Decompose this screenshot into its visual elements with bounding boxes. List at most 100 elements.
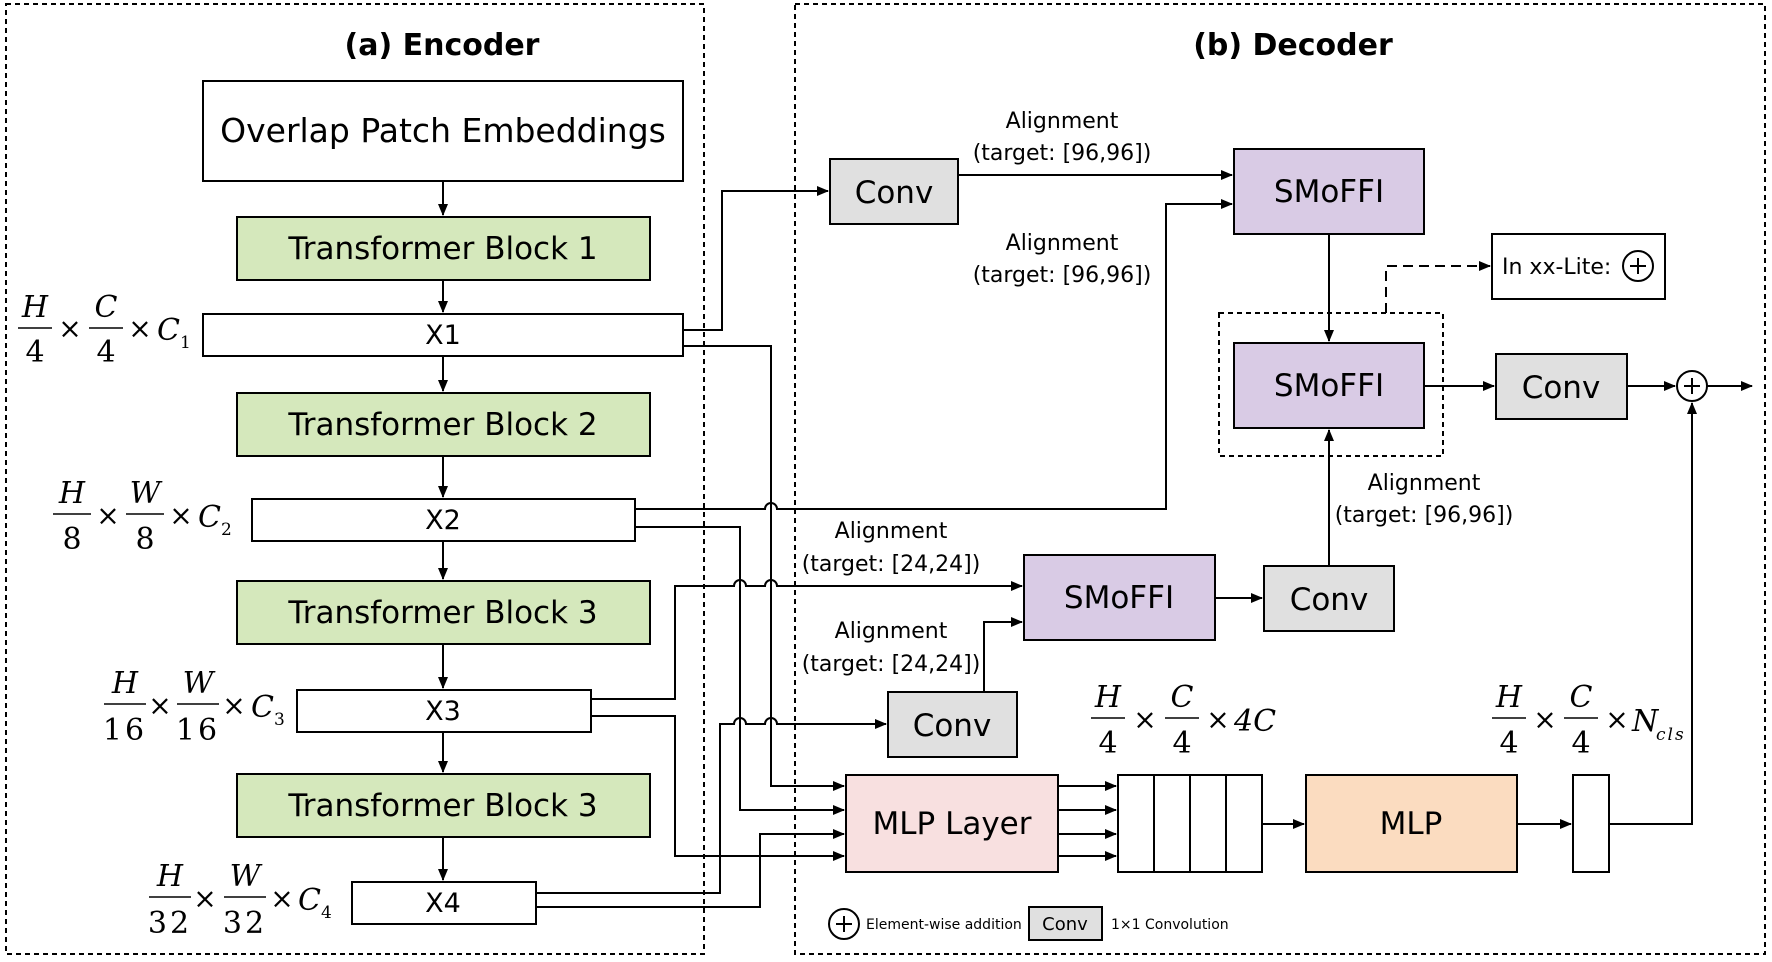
feature-x4-label: X4: [425, 888, 461, 919]
svg-text:MLP Layer: MLP Layer: [873, 806, 1032, 842]
shape-concat: H 4 × C 4 × 4C: [1091, 680, 1276, 761]
svg-text:C: C: [157, 313, 180, 348]
conv-box-mid: Conv: [1263, 565, 1395, 632]
conv-box-top: Conv: [829, 158, 959, 225]
svg-text:Alignment: Alignment: [1368, 471, 1481, 496]
svg-text:×: ×: [58, 312, 81, 345]
encoder-panel: [5, 3, 705, 955]
svg-text:cls: cls: [1656, 725, 1686, 745]
svg-text:4: 4: [1499, 726, 1518, 761]
svg-text:16: 16: [103, 713, 147, 748]
shape-x3: H 16 × W 16 × C 3: [103, 666, 285, 748]
decoder-title: (b) Decoder: [1193, 28, 1393, 63]
svg-text:32: 32: [223, 906, 267, 941]
output-feature: [1572, 774, 1610, 873]
legend: Element-wise addition Conv 1×1 Convoluti…: [828, 906, 1229, 941]
svg-text:C: C: [95, 290, 118, 325]
svg-text:×: ×: [270, 882, 293, 915]
lite-dashed-group: [1218, 312, 1444, 457]
svg-text:×: ×: [169, 499, 192, 532]
feature-x1: X1: [202, 313, 684, 357]
connectors: [536, 170, 1753, 908]
svg-text:×: ×: [193, 882, 216, 915]
shape-x4: H 32 × W 32 × C 4: [148, 859, 332, 941]
svg-text:×: ×: [1605, 703, 1628, 736]
svg-text:×: ×: [222, 689, 245, 722]
svg-text:16: 16: [176, 713, 220, 748]
transformer-block-1: Transformer Block 1: [236, 216, 651, 281]
svg-text:3: 3: [274, 710, 285, 730]
feature-x3-label: X3: [425, 696, 461, 727]
transformer-block-3: Transformer Block 3: [236, 580, 651, 645]
svg-text:4: 4: [1172, 726, 1191, 761]
svg-text:×: ×: [1206, 703, 1229, 736]
svg-text:(target: [24,24]): (target: [24,24]): [802, 552, 981, 577]
svg-text:4: 4: [25, 335, 44, 370]
svg-text:Alignment: Alignment: [835, 519, 948, 544]
alignment-label-4: Alignment (target: [24,24]): [802, 519, 981, 577]
feature-x2-label: X2: [425, 505, 461, 536]
patch-embeddings-label: Overlap Patch Embeddings: [220, 111, 666, 150]
svg-text:SMoFFI: SMoFFI: [1064, 580, 1174, 616]
svg-text:C: C: [198, 500, 221, 535]
alignment-label-3: Alignment (target: [96,96]): [1335, 471, 1514, 528]
shape-x2: H 8 × W 8 × C 2: [53, 476, 232, 557]
alignment-label-1: Alignment (target: [96,96]): [973, 109, 1152, 166]
svg-text:H: H: [111, 666, 139, 701]
svg-text:H: H: [1094, 680, 1122, 715]
encoder-title: (a) Encoder: [345, 28, 540, 63]
svg-text:32: 32: [148, 906, 192, 941]
legend-conv-label: Conv: [1042, 914, 1088, 935]
legend-add-label: Element-wise addition: [866, 917, 1022, 933]
transformer-block-2-label: Transformer Block 2: [287, 407, 597, 443]
svg-text:H: H: [1495, 680, 1523, 715]
svg-text:(target: [24,24]): (target: [24,24]): [802, 652, 981, 677]
svg-text:2: 2: [221, 520, 232, 540]
svg-text:C: C: [298, 883, 321, 918]
svg-text:Conv: Conv: [1290, 582, 1369, 618]
transformer-block-3-label: Transformer Block 3: [287, 595, 597, 631]
smoffi-box-low: SMoFFI: [1023, 554, 1216, 641]
svg-text:C: C: [1570, 680, 1593, 715]
alignment-label-2: Alignment (target: [96,96]): [973, 231, 1152, 288]
svg-text:In xx-Lite:: In xx-Lite:: [1502, 255, 1611, 280]
svg-text:×: ×: [1533, 703, 1556, 736]
svg-text:4: 4: [321, 903, 332, 923]
svg-text:SMoFFI: SMoFFI: [1274, 174, 1384, 210]
svg-text:Conv: Conv: [913, 708, 992, 744]
alignment-label-5: Alignment (target: [24,24]): [802, 619, 981, 677]
svg-text:W: W: [183, 666, 216, 701]
feature-x4: X4: [351, 881, 537, 925]
svg-text:H: H: [156, 859, 184, 894]
shape-output: H 4 × C 4 × N cls: [1492, 680, 1686, 761]
svg-text:4: 4: [1571, 726, 1590, 761]
svg-text:×: ×: [96, 499, 119, 532]
svg-text:(target: [96,96]): (target: [96,96]): [1335, 503, 1514, 528]
mlp-box: MLP: [1305, 774, 1518, 873]
svg-text:×: ×: [128, 312, 151, 345]
svg-text:Alignment: Alignment: [835, 619, 948, 644]
svg-text:8: 8: [62, 522, 81, 557]
transformer-block-2: Transformer Block 2: [236, 392, 651, 457]
svg-text:MLP: MLP: [1380, 806, 1443, 842]
svg-text:×: ×: [1133, 703, 1156, 736]
conv-box-right: Conv: [1495, 353, 1628, 420]
add-node-final: [1676, 370, 1708, 402]
svg-text:W: W: [130, 476, 163, 511]
svg-text:(target: [96,96]): (target: [96,96]): [973, 141, 1152, 166]
svg-text:H: H: [58, 476, 86, 511]
mlp-layer-box: MLP Layer: [845, 774, 1059, 873]
svg-text:4: 4: [1098, 726, 1117, 761]
decoder-panel: [794, 3, 1766, 955]
svg-text:H: H: [21, 290, 49, 325]
svg-text:1: 1: [180, 333, 191, 353]
legend-conv-desc: 1×1 Convolution: [1111, 917, 1229, 933]
svg-text:W: W: [230, 859, 263, 894]
svg-text:Alignment: Alignment: [1006, 109, 1119, 134]
lite-box: In xx-Lite:: [1491, 233, 1666, 300]
conv-box-low: Conv: [887, 691, 1018, 758]
svg-text:4C: 4C: [1233, 704, 1276, 739]
svg-text:×: ×: [148, 689, 171, 722]
svg-text:Conv: Conv: [1522, 370, 1601, 406]
svg-text:C: C: [1171, 680, 1194, 715]
